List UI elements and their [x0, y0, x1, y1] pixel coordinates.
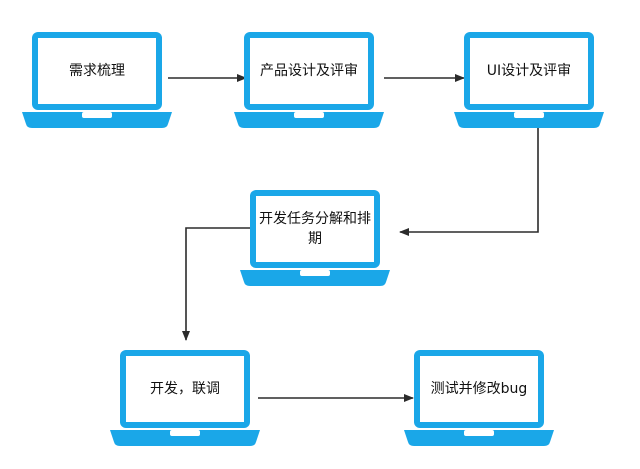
node-label: 开发，联调	[150, 381, 220, 397]
node-label: 测试并修改bug	[430, 381, 528, 397]
laptop-icon	[404, 350, 554, 446]
node-label: 开发任务分解和排期	[259, 211, 371, 247]
laptop-icon	[240, 190, 390, 286]
laptop-icon	[22, 32, 172, 128]
edge-n3-n4	[399, 128, 539, 236]
node-task-breakdown-schedule: 开发任务分解和排期	[240, 186, 390, 290]
node-ui-design-review: UI设计及评审	[454, 28, 604, 132]
node-product-design-review: 产品设计及评审	[234, 28, 384, 132]
laptop-icon	[110, 350, 260, 446]
laptop-icon	[234, 32, 384, 128]
laptop-icon	[454, 32, 604, 128]
node-requirements: 需求梳理	[22, 28, 172, 132]
edge-n4-n5	[182, 227, 254, 341]
node-test-fix-bugs: 测试并修改bug	[404, 346, 554, 450]
node-label: UI设计及评审	[486, 63, 572, 79]
node-label: 产品设计及评审	[260, 63, 358, 79]
node-label: 需求梳理	[69, 63, 125, 79]
node-develop-integrate: 开发，联调	[110, 346, 260, 450]
